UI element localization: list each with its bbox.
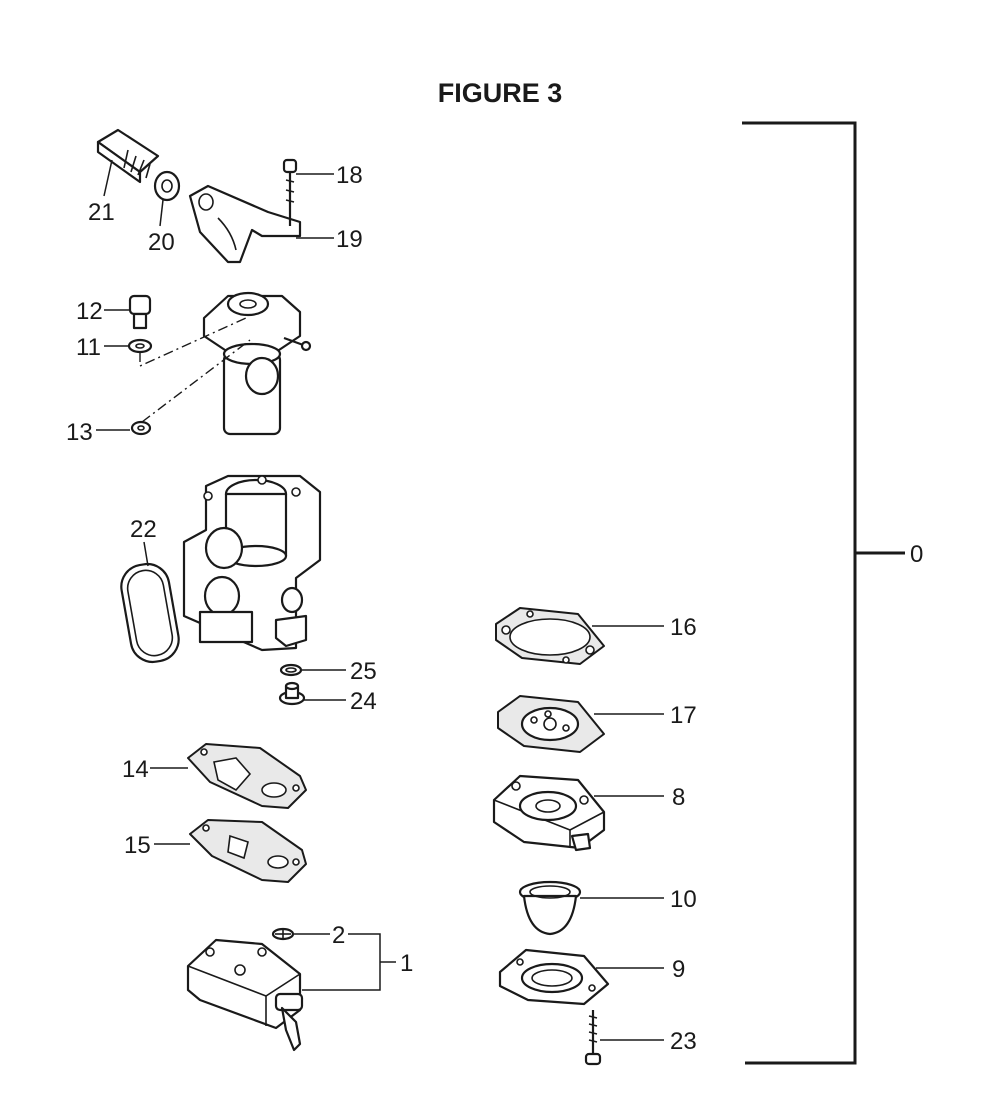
label-20: 20 xyxy=(148,229,175,256)
label-2: 2 xyxy=(332,922,345,949)
throttle-body-part xyxy=(202,291,312,436)
part-21-fitting xyxy=(96,128,160,184)
label-8: 8 xyxy=(672,784,685,811)
label-25: 25 xyxy=(350,658,377,685)
part-24-jet xyxy=(278,681,306,706)
label-9: 9 xyxy=(672,956,685,983)
part-19-bracket-plate xyxy=(188,184,302,264)
carburetor-body-part xyxy=(182,474,322,652)
label-21: 21 xyxy=(88,199,115,226)
part-2-screen xyxy=(271,927,295,941)
label-19: 19 xyxy=(336,226,363,253)
part-17-diaphragm xyxy=(497,695,605,753)
label-23: 23 xyxy=(670,1028,697,1055)
label-0: 0 xyxy=(910,541,923,568)
part-13-clip-ring xyxy=(130,420,152,436)
assembly-bracket xyxy=(742,121,905,1065)
part-12-plug-screw xyxy=(128,294,152,330)
label-16: 16 xyxy=(670,614,697,641)
part-22-o-ring xyxy=(120,562,180,664)
figure-title: FIGURE 3 xyxy=(437,78,563,108)
part-15-gasket xyxy=(189,819,307,883)
part-9-primer-housing xyxy=(498,948,610,1006)
part-16-gasket xyxy=(495,607,605,665)
assembly-line-11 xyxy=(139,317,247,368)
part-8-pump-cover xyxy=(492,774,606,852)
label-18: 18 xyxy=(336,162,363,189)
part-10-primer-bulb xyxy=(518,880,582,936)
part-14-gasket xyxy=(187,743,307,809)
label-1: 1 xyxy=(400,950,413,977)
part-1-metering-body xyxy=(186,938,304,1052)
part-11-washer xyxy=(127,338,153,354)
assembly-line-13 xyxy=(141,339,251,423)
label-17: 17 xyxy=(670,702,697,729)
part-23-screw xyxy=(584,1010,602,1066)
label-15: 15 xyxy=(124,832,151,859)
part-20-nut xyxy=(153,170,181,202)
part-18-screw xyxy=(282,158,298,226)
label-12: 12 xyxy=(76,298,103,325)
label-22: 22 xyxy=(130,516,157,543)
label-10: 10 xyxy=(670,886,697,913)
label-14: 14 xyxy=(122,756,149,783)
label-24: 24 xyxy=(350,688,377,715)
label-11: 11 xyxy=(76,334,101,361)
part-25-o-ring xyxy=(279,663,303,677)
label-13: 13 xyxy=(66,419,93,446)
